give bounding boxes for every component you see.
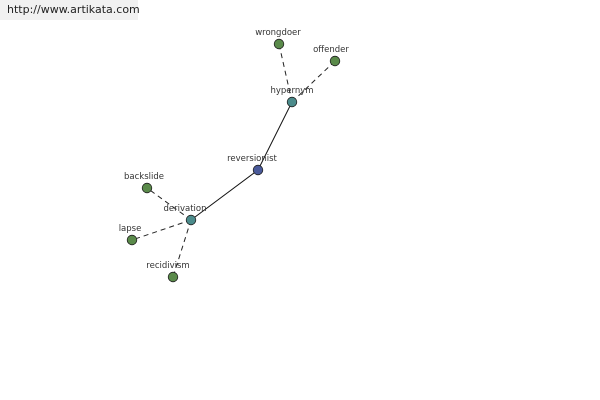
edge-derivation-backslide: [146, 187, 192, 221]
node-lapse[interactable]: [126, 234, 138, 246]
node-backslide[interactable]: [141, 182, 153, 194]
node-label-reversionist[interactable]: reversionist: [227, 154, 277, 164]
edge-reversionist-hypernym: [257, 101, 293, 171]
labels-layer: reversionist hypernym derivation wrongdoer o…: [119, 28, 350, 271]
edges-layer: [131, 43, 336, 278]
node-label-offender[interactable]: offender: [313, 45, 349, 55]
node-derivation[interactable]: [185, 214, 197, 226]
node-label-derivation[interactable]: derivation: [163, 204, 206, 214]
edge-hypernym-offender: [291, 60, 336, 103]
node-label-recidivism[interactable]: recidivism: [146, 261, 189, 271]
node-recidivism[interactable]: [167, 271, 179, 283]
node-hypernym[interactable]: [286, 96, 298, 108]
node-reversionist[interactable]: [252, 164, 264, 176]
node-offender[interactable]: [329, 55, 341, 67]
node-label-lapse[interactable]: lapse: [119, 224, 142, 234]
node-wrongdoer[interactable]: [273, 38, 285, 50]
nodes-layer: [126, 38, 341, 283]
node-label-hypernym[interactable]: hypernym: [270, 86, 313, 96]
edge-hypernym-wrongdoer: [278, 43, 293, 103]
node-label-wrongdoer[interactable]: wrongdoer: [255, 28, 301, 38]
edge-derivation-lapse: [131, 219, 192, 241]
edge-reversionist-derivation: [190, 169, 259, 221]
node-label-backslide[interactable]: backslide: [124, 172, 164, 182]
edge-derivation-recidivism: [172, 219, 192, 278]
source-url-banner[interactable]: http://www.artikata.com: [0, 0, 140, 20]
